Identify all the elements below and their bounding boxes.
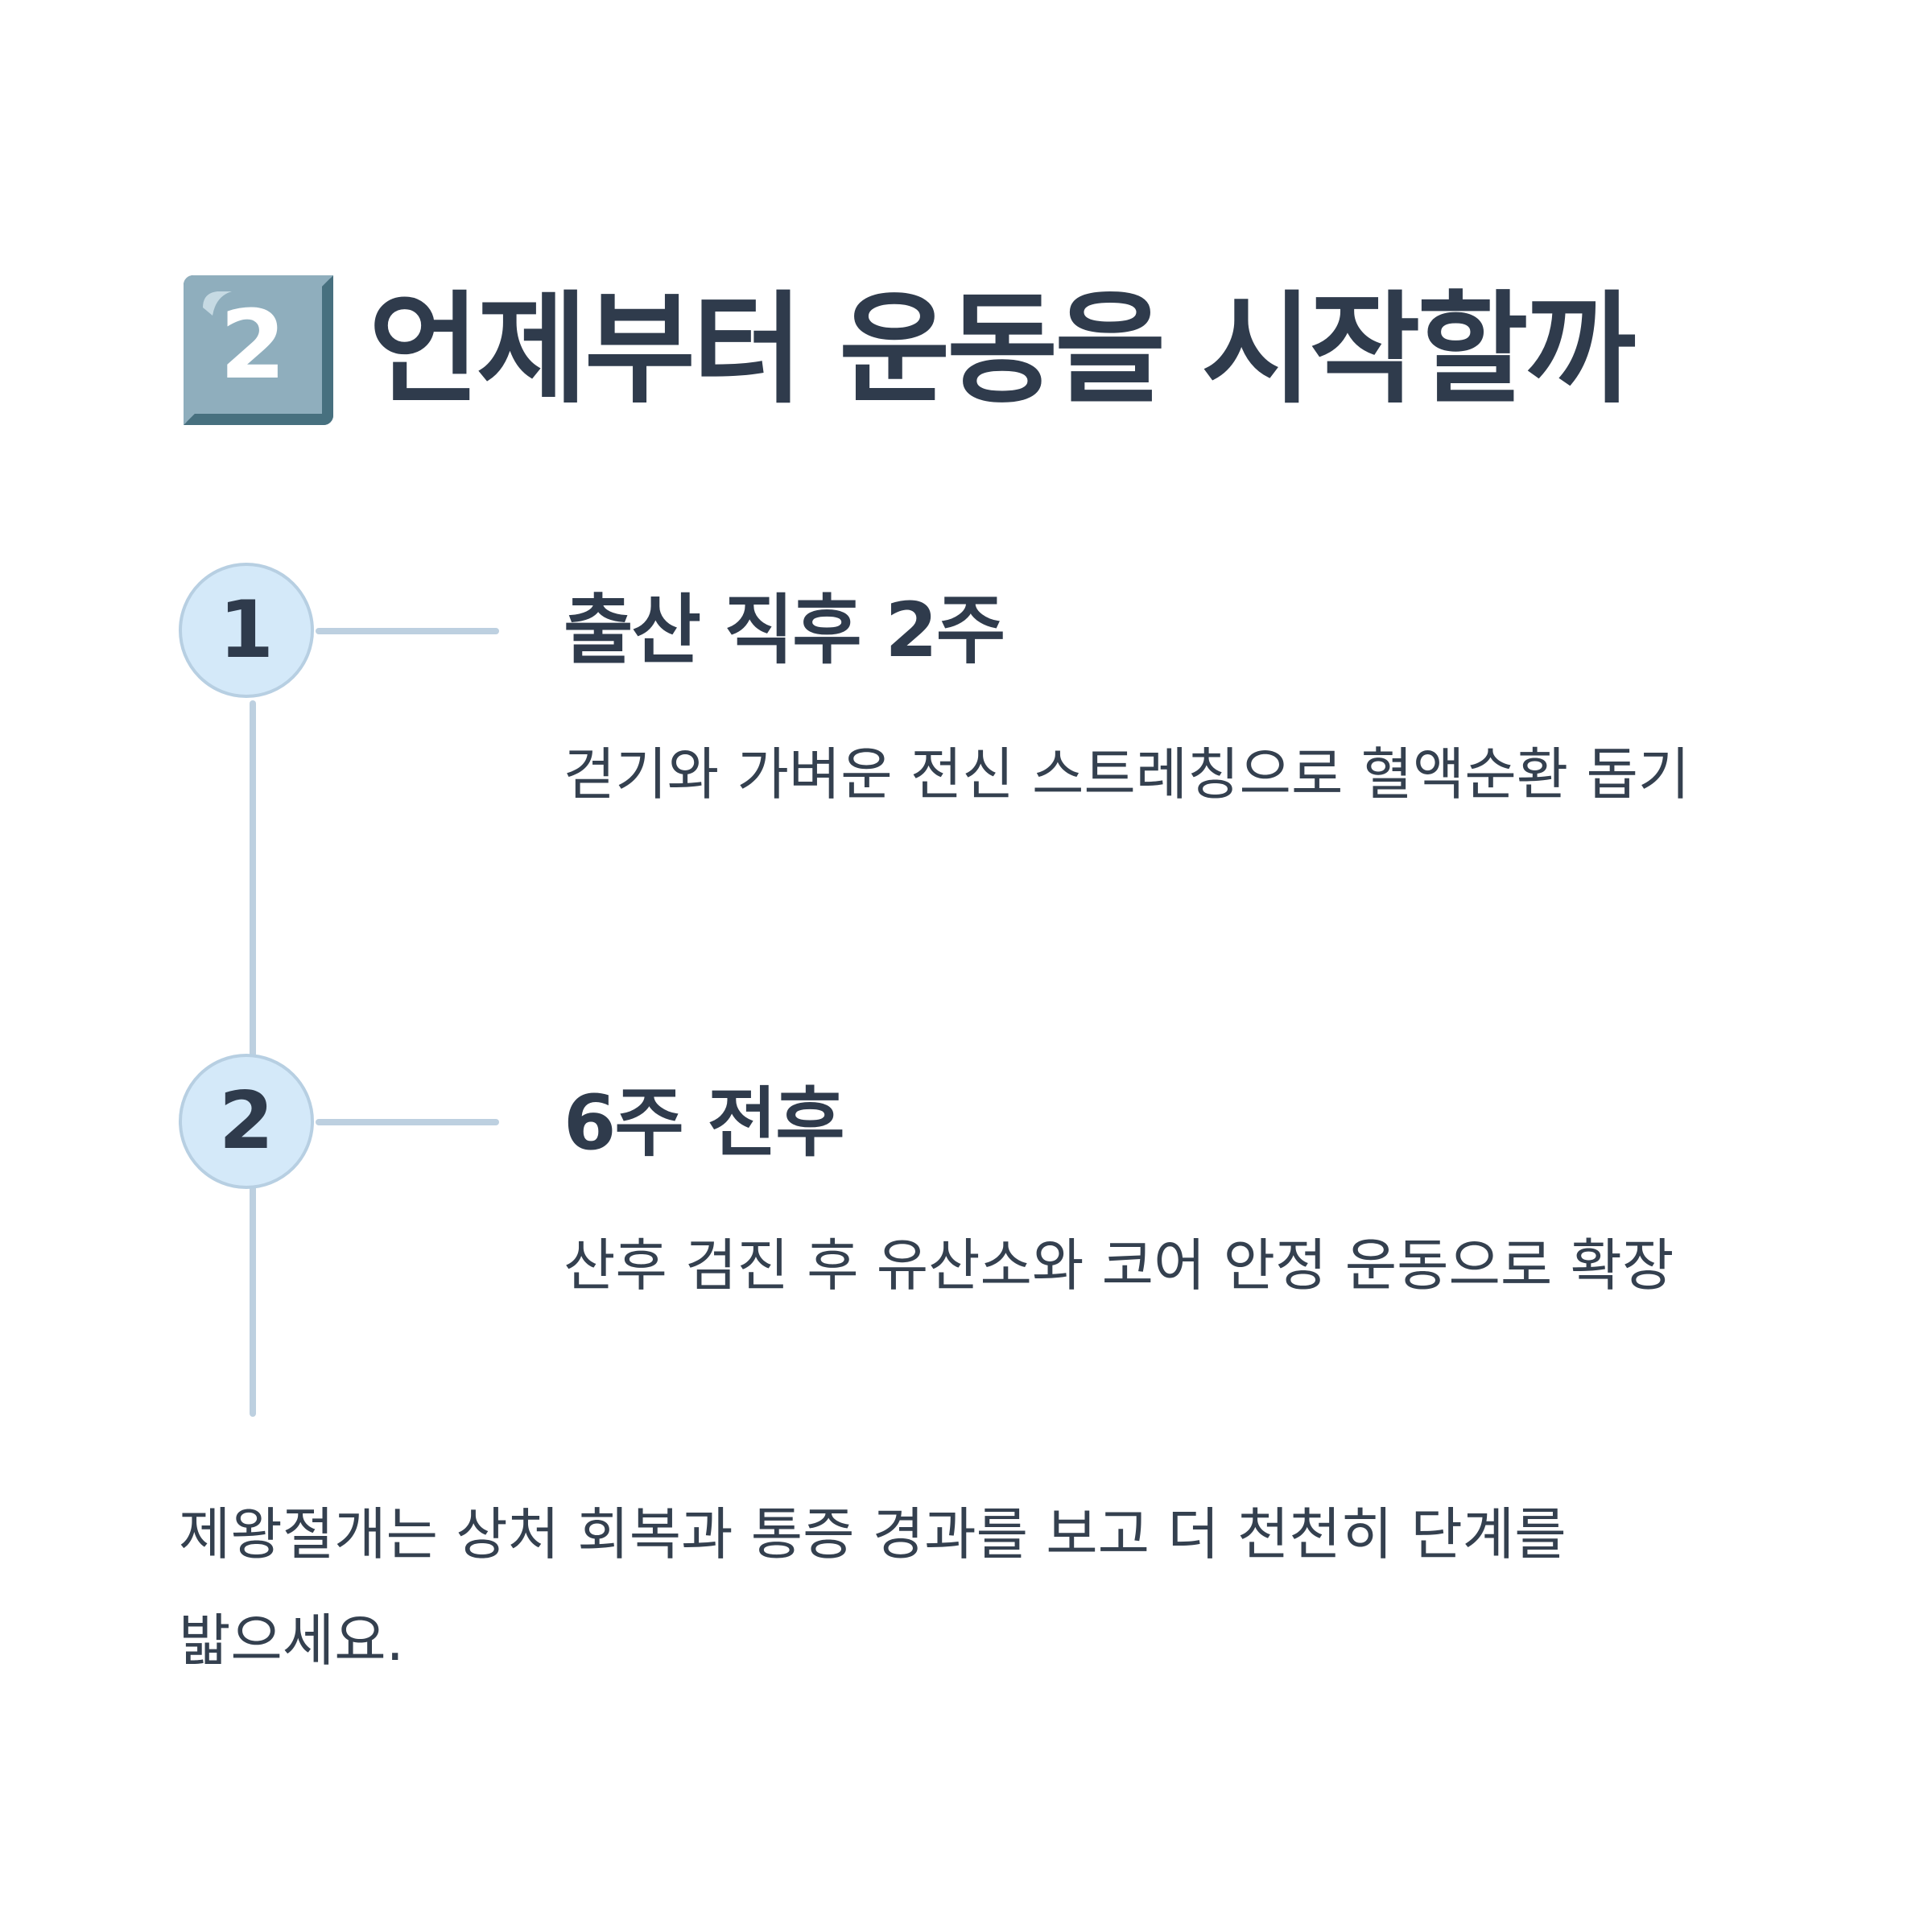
- step-connector-1: [316, 628, 499, 634]
- step-description-1: 걷기와 가벼운 전신 스트레칭으로 혈액순환 돕기: [564, 741, 1690, 807]
- keycap-number: 2: [219, 289, 287, 400]
- keycap-two-icon: 2: [184, 275, 333, 425]
- keycap-shape: [184, 275, 333, 425]
- step-title-1: 출산 직후 2주: [564, 587, 1005, 675]
- step-number-circle-2: 2: [179, 1054, 314, 1189]
- step-title-2: 6주 전후: [564, 1080, 845, 1167]
- step-connector-2: [316, 1119, 499, 1125]
- page-title: 언제부터 운동을 시작할까: [369, 280, 1636, 420]
- footer-note: 제왕절개는 상처 회복과 통증 경과를 보고 더 천천히 단계를 밟으세요.: [179, 1501, 1567, 1674]
- step-description-2: 산후 검진 후 유산소와 코어 안정 운동으로 확장: [564, 1232, 1674, 1298]
- step-number-circle-1: 1: [179, 563, 314, 698]
- header: 2 언제부터 운동을 시작할까: [184, 274, 1794, 427]
